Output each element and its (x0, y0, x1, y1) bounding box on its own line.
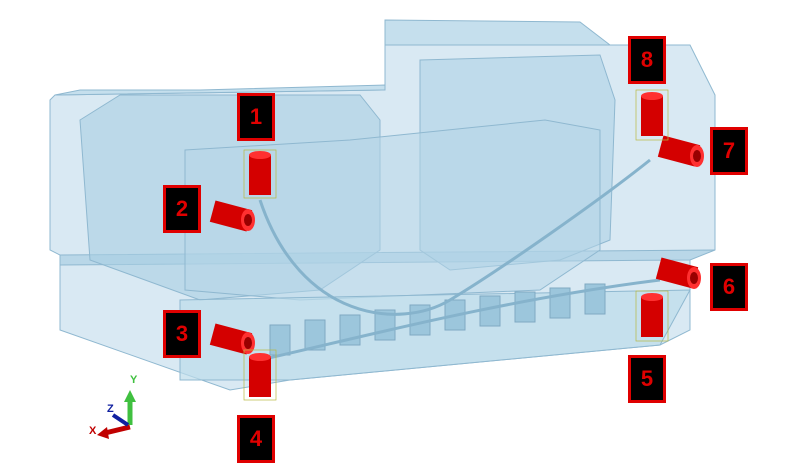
cylinder-1 (243, 149, 277, 199)
x-axis-label: X (89, 425, 97, 437)
marker-label-7: 7 (710, 127, 748, 175)
mold-body (49, 19, 716, 391)
cylinder-3 (209, 323, 255, 355)
marker-label-2: 2 (163, 185, 201, 233)
marker-label-3: 3 (163, 310, 201, 358)
cylinder-2 (209, 200, 255, 232)
marker-label-8: 8 (628, 36, 666, 84)
marker-label-4: 4 (237, 415, 275, 463)
marker-label-1: 1 (237, 93, 275, 141)
cylinder-4 (243, 349, 277, 401)
axis-triad (97, 390, 136, 439)
cylinder-5 (635, 290, 669, 342)
marker-label-6: 6 (710, 263, 748, 311)
x-axis-arrow (104, 424, 131, 436)
z-axis-arrow (111, 413, 130, 427)
marker-cylinders (209, 89, 704, 401)
cylinder-8 (635, 89, 669, 141)
marker-label-5: 5 (628, 355, 666, 403)
cylinder-7 (657, 135, 704, 167)
cylinder-6 (655, 257, 701, 289)
y-axis-label: Y (130, 374, 138, 386)
z-axis-label: Z (107, 403, 114, 415)
